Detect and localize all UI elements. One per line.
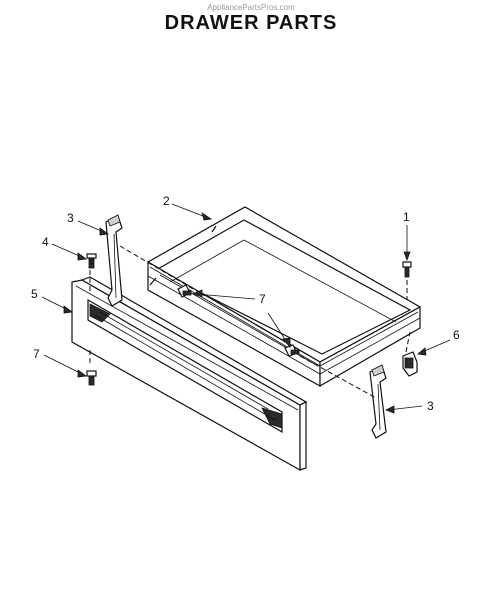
callout-part-6: 6 xyxy=(453,328,460,342)
drawer-front-panel xyxy=(71,276,308,472)
screw-part-4 xyxy=(86,253,97,269)
callout-part-4: 4 xyxy=(42,235,49,249)
screw-part-7-middle xyxy=(284,344,300,357)
callout-part-5: 5 xyxy=(31,287,38,301)
callout-part-3-left: 3 xyxy=(67,211,74,225)
clip-part-6 xyxy=(402,351,418,377)
drawer-slide-left xyxy=(105,214,123,307)
watermark: AppliancePartsPros.com xyxy=(207,3,295,12)
callout-part-1: 1 xyxy=(403,210,410,224)
assembly-lines xyxy=(89,245,411,399)
callout-part-2: 2 xyxy=(163,194,170,208)
callout-part-3-right: 3 xyxy=(427,399,434,413)
callout-part-7-upper: 7 xyxy=(259,292,266,306)
leader-lines xyxy=(41,203,451,414)
drawer-slide-right xyxy=(369,364,387,439)
page-title: DRAWER PARTS xyxy=(164,12,338,34)
screw-part-7-lower xyxy=(86,370,97,386)
callout-part-7-lower: 7 xyxy=(33,347,40,361)
screw-part-1 xyxy=(402,261,412,278)
screw-part-7-upper xyxy=(177,284,192,298)
